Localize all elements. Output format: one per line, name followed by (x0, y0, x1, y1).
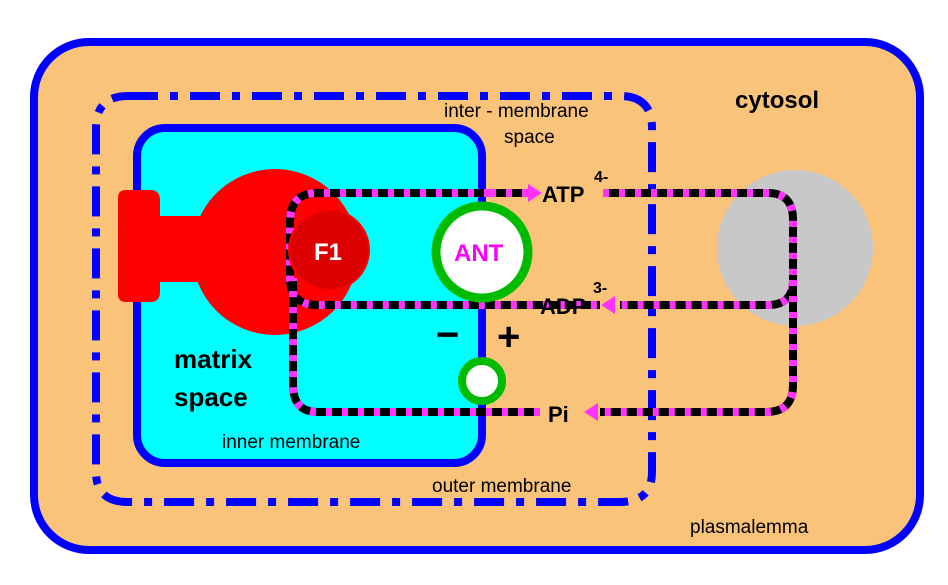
outer-membrane (92, 92, 656, 506)
label-adp-charge: 3- (593, 280, 607, 297)
label-plasmalemma: plasmalemma (690, 517, 809, 538)
label-atp: ATP (542, 182, 584, 207)
pi-transporter (458, 357, 506, 405)
label-plus: + (497, 315, 520, 359)
adp-arrowhead (601, 296, 615, 314)
label-matrix-2: space (174, 382, 248, 412)
label-cytosol: cytosol (735, 87, 819, 114)
label-atp-charge: 4- (594, 169, 608, 186)
label-inner-membrane: inner membrane (222, 432, 360, 453)
label-pi: Pi (548, 402, 569, 427)
label-outer-membrane: outer membrane (432, 476, 571, 497)
pi-loop (289, 278, 797, 421)
atp-arrowhead (528, 184, 542, 202)
label-ant: ANT (454, 240, 504, 267)
label-f1: F1 (314, 239, 342, 266)
pi-arrowhead (584, 403, 598, 421)
f1-core (288, 209, 370, 291)
label-intermembrane-2: space (504, 127, 555, 148)
label-adp: ADP (540, 294, 586, 319)
label-intermembrane-1: inter - membrane (444, 101, 589, 122)
label-matrix-1: matrix (174, 344, 253, 374)
label-minus: − (436, 313, 459, 357)
ant-transporter (431, 201, 533, 303)
atp-synthase (118, 169, 358, 335)
f1-head (192, 169, 358, 335)
